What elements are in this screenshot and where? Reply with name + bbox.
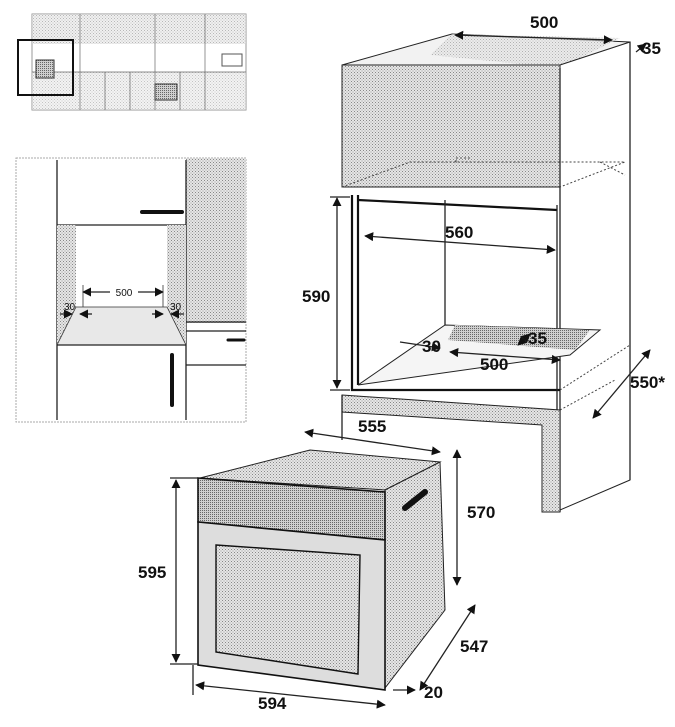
floor-cutout-width-label: 500 — [480, 355, 508, 374]
inset-opening-width-label: 500 — [116, 288, 133, 299]
inset-left-gap-label: 30 — [64, 302, 76, 313]
floor-gap-label: 30 — [422, 337, 441, 356]
inset-right-gap-label: 30 — [170, 302, 182, 313]
niche-depth-label: 550* — [630, 373, 665, 392]
oven-front-thickness-label: 20 — [424, 683, 443, 702]
oven-body-height-label: 570 — [467, 503, 495, 522]
top-cutout-width-label: 500 — [530, 13, 558, 32]
kitchen-overview-thumbnail — [17, 13, 247, 111]
oven-front-height-label: 595 — [138, 563, 166, 582]
oven-body-width-label: 555 — [358, 417, 386, 436]
kitchen-niche-inset — [15, 157, 247, 423]
niche-width-label: 560 — [445, 223, 473, 242]
top-cutout-depth-label: 35 — [642, 39, 661, 58]
oven-front-width-label: 594 — [258, 694, 287, 713]
oven-body-depth-label: 547 — [460, 637, 488, 656]
niche-height-label: 590 — [302, 287, 330, 306]
vent-depth-label: 35 — [528, 329, 547, 348]
oven-drawing — [170, 428, 476, 709]
cabinet-drawing — [330, 30, 651, 513]
